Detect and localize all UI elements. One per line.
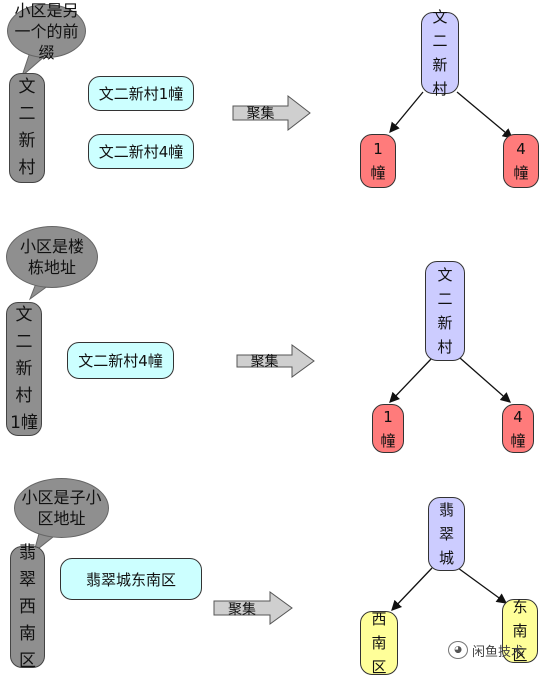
- tree-edge-3a: [391, 567, 433, 611]
- tree-edge-2b: [459, 357, 511, 403]
- tree-edge-1b: [456, 91, 513, 139]
- leaf-node-3b: 东 南 区: [502, 598, 538, 664]
- speech-bubble-2: 小区是楼栋地址: [6, 226, 98, 288]
- root-node-3: 翡 翠 城: [428, 497, 465, 571]
- block-arrow-2: [236, 344, 315, 378]
- leaf-node-2a: 1 幢: [372, 404, 404, 453]
- address-box-3: 翡翠城东南区: [60, 558, 202, 600]
- leaf-node-1b: 4 幢: [503, 134, 539, 188]
- leaf-node-3a: 西 南 区: [360, 610, 398, 676]
- tree-edge-2a: [389, 357, 433, 403]
- watermark: ◕ 闲鱼技术: [448, 640, 524, 660]
- action-label-3: 聚集: [228, 602, 256, 618]
- source-pill-3: 翡 翠 西 南 区: [10, 543, 45, 671]
- speech-bubble-3: 小区是子小区地址: [14, 478, 109, 538]
- source-pill-2: 文 二 新 村 1幢: [6, 302, 42, 436]
- block-arrow-3: [213, 591, 293, 625]
- block-arrow-1: [232, 94, 311, 132]
- root-node-1: 文 二 新 村: [421, 8, 459, 98]
- action-label-1: 聚集: [246, 106, 275, 122]
- address-box-2: 文二新村4幢: [67, 342, 174, 379]
- leaf-node-1a: 1 幢: [360, 134, 396, 188]
- wechat-fish-icon: ◕: [448, 641, 468, 659]
- tree-edge-3b: [457, 567, 508, 604]
- watermark-text: 闲鱼技术: [472, 644, 525, 660]
- address-box-1a: 文二新村1幢: [88, 76, 194, 111]
- root-node-2: 文 二 新 村: [425, 261, 465, 361]
- speech-bubble-1: 小区是另一个的前缀: [7, 1, 86, 62]
- action-label-2: 聚集: [250, 354, 279, 370]
- leaf-node-2b: 4 幢: [502, 404, 534, 453]
- address-box-1b: 文二新村4幢: [88, 134, 194, 169]
- tree-edge-1a: [389, 91, 424, 134]
- source-pill-1: 文 二 新 村: [9, 73, 45, 183]
